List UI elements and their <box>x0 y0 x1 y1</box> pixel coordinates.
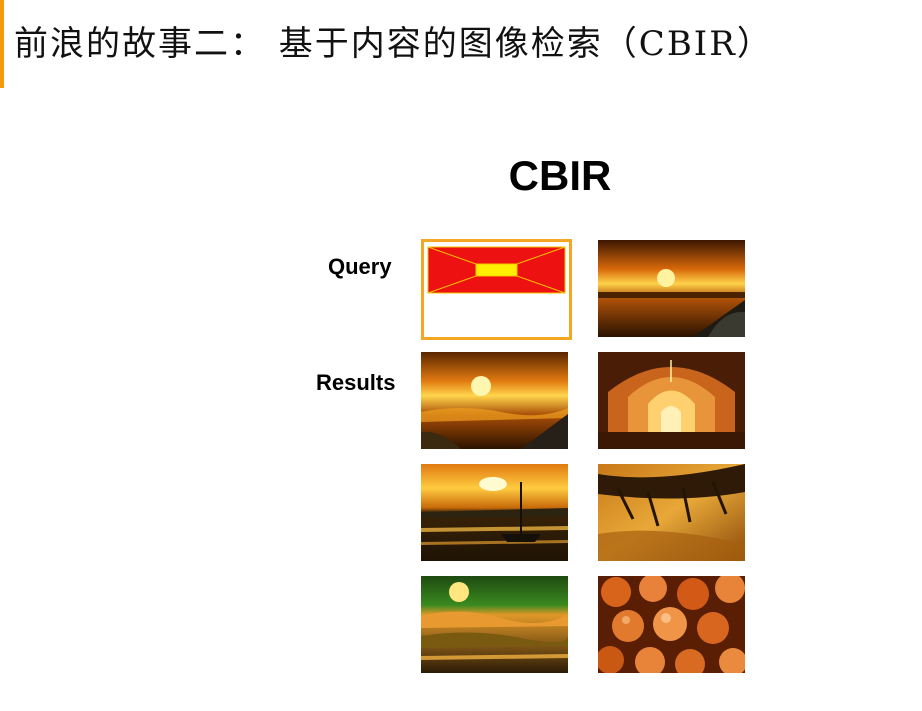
result-image-arched-hall <box>598 352 745 449</box>
result-image-peaches <box>598 576 745 673</box>
query-image <box>421 239 572 340</box>
slide-title: 前浪的故事二： 基于内容的图像检索（CBIR） <box>14 24 773 64</box>
result-image-sunset-ocean <box>421 352 568 449</box>
figure-heading: CBIR <box>508 152 612 199</box>
result-image-sunset-harbor <box>598 240 745 337</box>
result-image-moon-field <box>421 576 568 673</box>
title-accent-bar <box>0 0 4 88</box>
query-label: Query <box>328 254 392 279</box>
result-image-sunset-sailboat <box>421 464 568 561</box>
results-label: Results <box>316 370 396 395</box>
result-image-pine-branch <box>598 464 745 561</box>
